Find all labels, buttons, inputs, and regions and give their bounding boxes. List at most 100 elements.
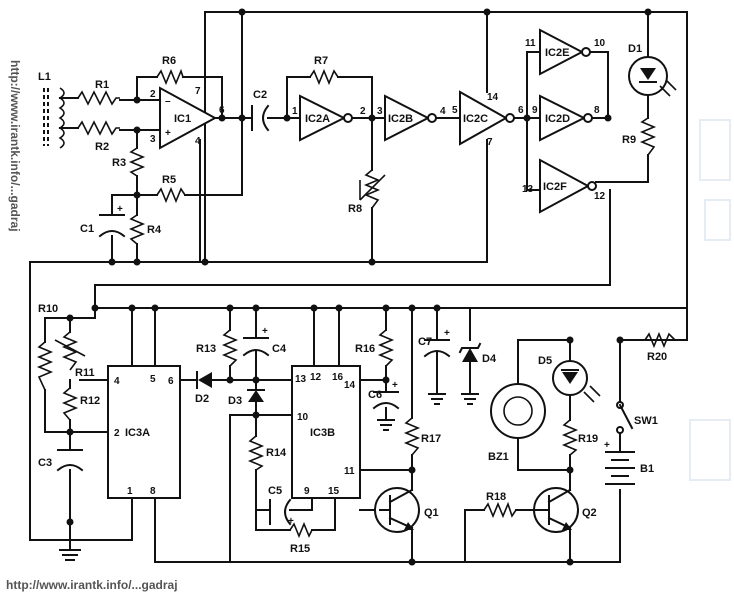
svg-text:12: 12 bbox=[310, 372, 322, 383]
label-r6: R6 bbox=[162, 55, 176, 67]
ic3a-chip: IC3A 4 5 6 2 1 8 bbox=[107, 365, 181, 499]
svg-text:16: 16 bbox=[332, 372, 344, 383]
svg-text:5: 5 bbox=[452, 105, 458, 116]
label-r18: R18 bbox=[486, 491, 506, 503]
ground-c7 bbox=[428, 393, 446, 405]
watermark-bottom: http://www.irantk.info/...gadraj bbox=[6, 578, 178, 592]
resistor-r20: R20 bbox=[644, 331, 676, 363]
ic2d-inverter: IC2D 9 8 bbox=[532, 94, 600, 142]
label-c6: C6 bbox=[368, 389, 382, 401]
resistor-r19: R19 bbox=[561, 419, 598, 456]
label-r9: R9 bbox=[622, 134, 636, 146]
resistor-r16: R16 bbox=[355, 329, 395, 367]
label-r16: R16 bbox=[355, 343, 375, 355]
svg-text:13: 13 bbox=[522, 184, 534, 195]
label-ic2e: IC2E bbox=[545, 47, 569, 59]
label-l1: L1 bbox=[38, 71, 51, 83]
resistor-r1: R1 bbox=[77, 79, 120, 106]
diode-d3: D3 bbox=[228, 389, 265, 407]
svg-text:9: 9 bbox=[532, 105, 538, 116]
svg-text:+: + bbox=[604, 440, 610, 451]
svg-text:8: 8 bbox=[594, 105, 600, 116]
svg-text:4: 4 bbox=[440, 106, 446, 117]
label-ic2d: IC2D bbox=[545, 113, 570, 125]
resistor-r11: R11 bbox=[36, 341, 95, 391]
label-r7: R7 bbox=[314, 55, 328, 67]
label-c3: C3 bbox=[38, 457, 52, 469]
label-ic3a: IC3A bbox=[125, 427, 150, 439]
svg-text:6: 6 bbox=[219, 105, 225, 116]
svg-text:10: 10 bbox=[594, 38, 606, 49]
resistor-r7: R7 bbox=[309, 55, 339, 86]
svg-text:12: 12 bbox=[594, 191, 606, 202]
capacitor-c5: + C5 bbox=[268, 485, 294, 527]
resistor-r15: R15 bbox=[289, 521, 313, 555]
svg-text:1: 1 bbox=[127, 486, 133, 497]
label-r12: R12 bbox=[80, 395, 100, 407]
label-r14: R14 bbox=[266, 447, 287, 459]
capacitor-c7: + C7 bbox=[418, 328, 451, 358]
label-c1: C1 bbox=[80, 223, 94, 235]
svg-text:+: + bbox=[392, 380, 398, 391]
label-ic1: IC1 bbox=[174, 113, 191, 125]
ic2c-inverter: IC2C 5 14 7 6 bbox=[452, 90, 524, 148]
svg-text:14: 14 bbox=[487, 92, 499, 103]
resistor-r6: R6 bbox=[156, 55, 184, 86]
svg-text:15: 15 bbox=[328, 486, 340, 497]
label-r10: R10 bbox=[38, 303, 58, 315]
capacitor-c6: + C6 bbox=[368, 380, 400, 410]
label-r8: R8 bbox=[348, 203, 362, 215]
label-c4: C4 bbox=[272, 343, 287, 355]
svg-text:7: 7 bbox=[487, 137, 493, 148]
svg-text:6: 6 bbox=[168, 376, 174, 387]
ground-c6 bbox=[377, 419, 395, 431]
transistor-q2: Q2 bbox=[533, 487, 597, 533]
label-d1: D1 bbox=[628, 43, 642, 55]
label-c2: C2 bbox=[253, 89, 267, 101]
label-b1: B1 bbox=[640, 463, 654, 475]
resistor-r2: R2 bbox=[77, 120, 120, 153]
label-ic3b: IC3B bbox=[310, 427, 335, 439]
label-bz1: BZ1 bbox=[488, 451, 509, 463]
watermark-left: http://www.irantk.info/...gadraj bbox=[8, 60, 22, 232]
svg-text:13: 13 bbox=[295, 374, 307, 385]
battery-b1: + B1 bbox=[604, 440, 654, 485]
switch-sw1: SW1 bbox=[616, 401, 658, 434]
resistor-r9: R9 bbox=[622, 117, 657, 156]
background-ghost-marks bbox=[689, 119, 731, 481]
svg-text:4: 4 bbox=[114, 376, 120, 387]
label-r1: R1 bbox=[95, 79, 109, 91]
svg-text:4: 4 bbox=[195, 136, 201, 147]
capacitor-c1: + C1 bbox=[80, 204, 126, 238]
svg-text:11: 11 bbox=[525, 38, 536, 49]
ic2e-inverter: IC2E 11 10 bbox=[525, 28, 606, 76]
label-r19: R19 bbox=[578, 433, 598, 445]
label-r2: R2 bbox=[95, 141, 109, 153]
transistor-q1: Q1 bbox=[374, 487, 439, 533]
ground-d4 bbox=[461, 393, 479, 405]
svg-text:11: 11 bbox=[344, 466, 355, 477]
svg-text:3: 3 bbox=[377, 106, 383, 117]
label-ic2b: IC2B bbox=[388, 113, 413, 125]
junction-dots bbox=[66, 8, 652, 566]
ic1-plus: + bbox=[165, 128, 171, 139]
buzzer-bz1: BZ1 bbox=[488, 383, 546, 463]
label-d3: D3 bbox=[228, 395, 242, 407]
svg-text:9: 9 bbox=[304, 486, 310, 497]
l1-coil: L1 bbox=[38, 71, 65, 149]
svg-text:3: 3 bbox=[150, 134, 156, 145]
ic2f-inverter: IC2F 13 12 bbox=[522, 158, 606, 214]
capacitor-c2: C2 bbox=[251, 89, 270, 132]
label-r20: R20 bbox=[647, 351, 667, 363]
label-q2: Q2 bbox=[582, 507, 597, 519]
resistor-r18: R18 bbox=[483, 491, 517, 519]
svg-text:2: 2 bbox=[114, 428, 120, 439]
diode-d2: D2 bbox=[195, 371, 212, 405]
svg-text:2: 2 bbox=[360, 106, 366, 117]
resistor-r8: R8 bbox=[348, 169, 386, 215]
label-sw1: SW1 bbox=[634, 415, 658, 427]
svg-text:+: + bbox=[444, 328, 450, 339]
svg-text:2: 2 bbox=[150, 89, 156, 100]
resistor-r3: R3 bbox=[112, 147, 146, 177]
